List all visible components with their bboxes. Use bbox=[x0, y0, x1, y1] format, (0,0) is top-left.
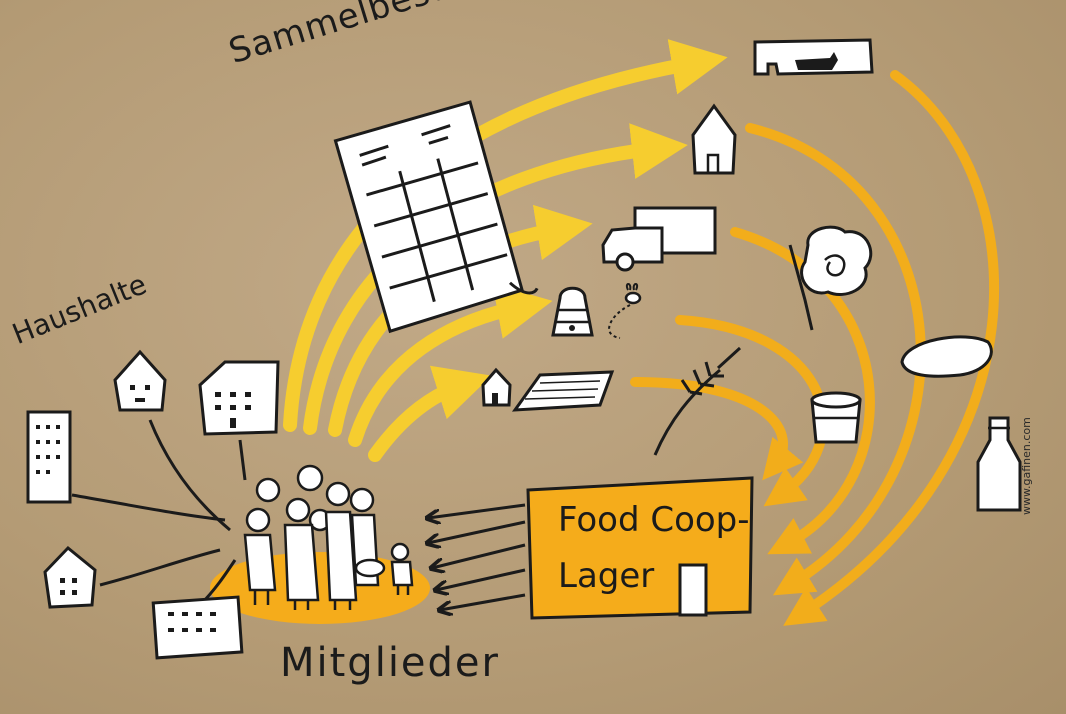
warehouse-label-line2: Lager bbox=[558, 556, 654, 596]
warehouse-label-line1: Food Coop- bbox=[558, 500, 750, 540]
distribution-arrows bbox=[428, 505, 525, 610]
order-arrow-field bbox=[375, 384, 465, 455]
milk-bottle-icon bbox=[978, 418, 1020, 510]
dairy-farm-icon bbox=[755, 40, 872, 74]
lettuce-icon bbox=[790, 227, 871, 330]
truck-icon bbox=[603, 208, 715, 270]
apartment-icon bbox=[28, 412, 70, 502]
grain-icon bbox=[655, 348, 740, 455]
bee-icon bbox=[609, 284, 640, 338]
delivery-arrow-farmhouse bbox=[750, 128, 921, 585]
farmhouse-icon bbox=[693, 106, 735, 173]
house-icon bbox=[115, 352, 165, 410]
apartment-icon bbox=[153, 597, 242, 658]
beehive-icon bbox=[553, 288, 592, 335]
bread-icon bbox=[902, 337, 991, 376]
yogurt-cup-icon bbox=[812, 393, 860, 442]
apartment-icon bbox=[200, 362, 278, 434]
warehouse-icon bbox=[528, 478, 752, 618]
house-icon bbox=[45, 548, 95, 607]
warehouse-door bbox=[680, 565, 706, 615]
field-icon bbox=[483, 370, 612, 410]
members-label: Mitglieder bbox=[280, 640, 500, 686]
credit-text: www.gafinen.com bbox=[1020, 417, 1033, 515]
